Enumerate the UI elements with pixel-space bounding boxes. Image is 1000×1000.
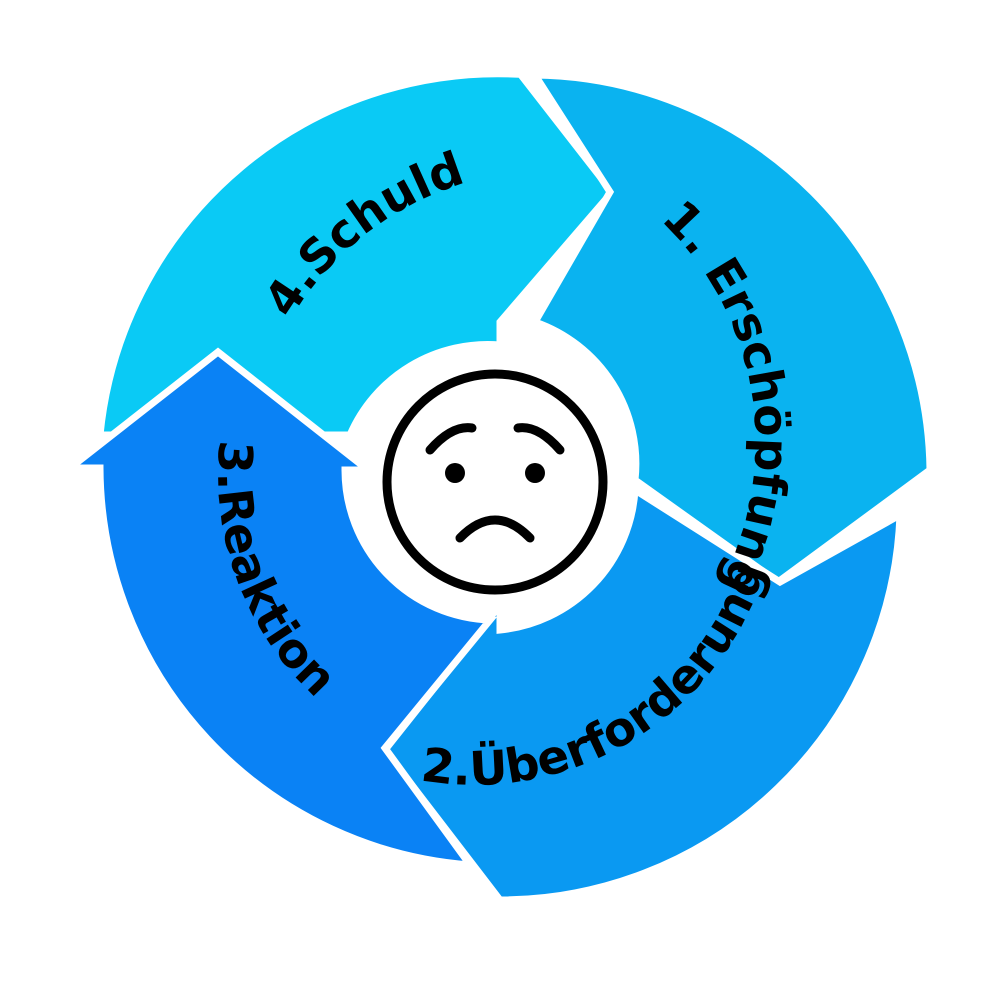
cycle-arrow-1 <box>528 71 934 587</box>
cycle-arrow-4 <box>96 45 617 439</box>
cycle-arrow-2 <box>380 483 904 904</box>
cycle-arrow-3 <box>59 347 498 870</box>
sad-face-icon <box>382 369 608 595</box>
cycle-arrows <box>59 45 934 904</box>
